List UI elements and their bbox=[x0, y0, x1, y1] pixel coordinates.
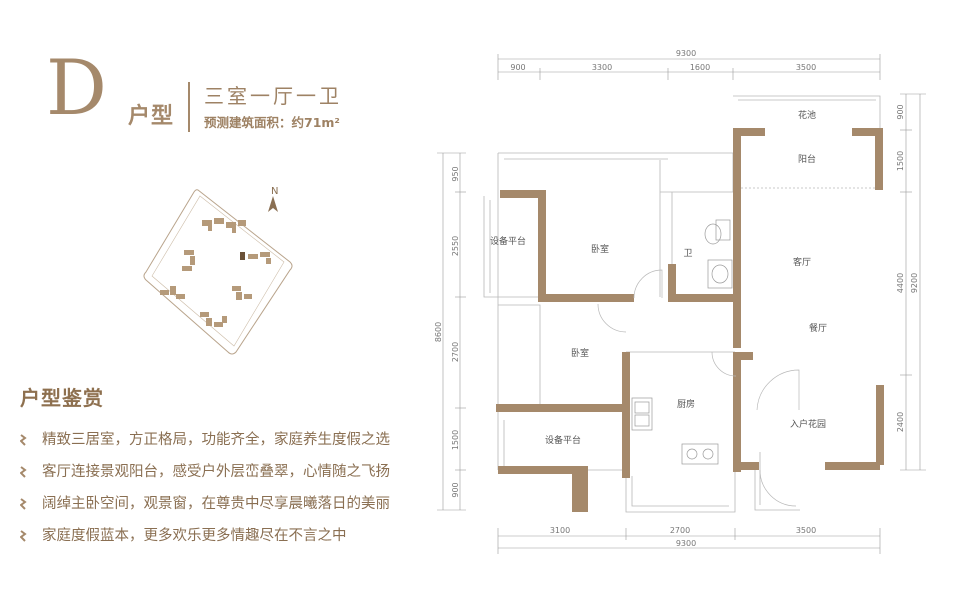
building-icon bbox=[232, 286, 252, 300]
building-icon bbox=[182, 250, 195, 271]
room-equipment-bottom: 设备平台 bbox=[545, 434, 581, 446]
structural-walls bbox=[496, 128, 884, 512]
door-swings bbox=[597, 269, 800, 507]
site-outline bbox=[143, 189, 293, 355]
dim-left-total: 8600 bbox=[434, 322, 443, 342]
dim-left-e: 900 bbox=[451, 482, 460, 497]
dim-top-a: 900 bbox=[510, 63, 525, 72]
dim-top-b: 3300 bbox=[592, 63, 612, 72]
sink-icon bbox=[707, 259, 733, 289]
bullet-icon bbox=[20, 498, 27, 510]
dimension-lines-right bbox=[900, 93, 926, 471]
dim-bottom-c: 3500 bbox=[796, 526, 816, 535]
dim-right-c: 4400 bbox=[896, 273, 905, 293]
bullet-icon bbox=[20, 434, 27, 446]
area-text: 预测建筑面积：约71m² bbox=[204, 115, 340, 130]
room-balcony: 阳台 bbox=[798, 153, 816, 165]
feature-item: 客厅连接景观阳台，感受户外层峦叠翠，心情随之飞扬 bbox=[20, 460, 390, 492]
north-label: N bbox=[271, 186, 278, 197]
dimension-lines-top bbox=[497, 54, 881, 80]
feature-text: 客厅连接景观阳台，感受户外层峦叠翠，心情随之飞扬 bbox=[42, 464, 390, 480]
dim-left-a: 950 bbox=[451, 166, 460, 181]
bullet-icon bbox=[20, 530, 27, 542]
room-dining: 餐厅 bbox=[809, 322, 827, 334]
dim-right-d: 2400 bbox=[896, 412, 905, 432]
feature-item: 精致三居室，方正格局，功能齐全，家庭养生度假之选 bbox=[20, 428, 390, 460]
room-bedroom-2: 卧室 bbox=[571, 347, 589, 359]
room-kitchen: 厨房 bbox=[677, 398, 695, 410]
feature-text: 精致三居室，方正格局，功能齐全，家庭养生度假之选 bbox=[42, 432, 390, 448]
building-icon bbox=[160, 286, 185, 299]
title-divider bbox=[188, 82, 190, 132]
feature-text: 阔绰主卧空间，观景窗，在尊贵中尽享晨曦落日的美丽 bbox=[42, 496, 390, 512]
dim-top-c: 1600 bbox=[690, 63, 710, 72]
layout-name: 三室一厅一卫 bbox=[204, 84, 342, 108]
feature-text: 家庭度假蓝本，更多欢乐更多情趣尽在不言之中 bbox=[42, 528, 347, 544]
north-arrow-icon: N bbox=[268, 186, 278, 212]
stove-icon bbox=[681, 443, 719, 465]
dim-bottom-a: 3100 bbox=[550, 526, 570, 535]
dim-right-b: 1500 bbox=[896, 151, 905, 171]
building-icon bbox=[202, 218, 246, 233]
dim-right-a: 900 bbox=[896, 104, 905, 119]
building-icon bbox=[200, 312, 227, 327]
room-equipment-top: 设备平台 bbox=[490, 235, 526, 247]
room-pool: 花池 bbox=[798, 109, 816, 121]
toilet-icon bbox=[704, 219, 731, 245]
site-map: N bbox=[140, 182, 300, 357]
dim-left-b: 2550 bbox=[451, 236, 460, 256]
dim-top-d: 3500 bbox=[796, 63, 816, 72]
dim-left-c: 2700 bbox=[451, 342, 460, 362]
bullet-icon bbox=[20, 466, 27, 478]
building-icon bbox=[240, 252, 271, 264]
room-living: 客厅 bbox=[793, 256, 811, 268]
layout-letter: D bbox=[46, 43, 107, 132]
dim-bottom-total: 9300 bbox=[676, 539, 696, 548]
dim-bottom-b: 2700 bbox=[670, 526, 690, 535]
room-bedroom-1: 卧室 bbox=[591, 243, 609, 255]
dimension-lines-left bbox=[437, 152, 466, 511]
floor-plan: 9300 900 3300 1600 3500 3100 2700 3500 9… bbox=[420, 40, 930, 560]
room-bathroom: 卫 bbox=[683, 249, 692, 259]
dim-right-total: 9200 bbox=[910, 273, 919, 293]
dimension-lines-bottom bbox=[497, 528, 881, 554]
dim-top-total: 9300 bbox=[676, 49, 696, 58]
kitchen-sink-icon bbox=[631, 397, 653, 431]
title-block: D 户型 三室一厅一卫 预测建筑面积：约71m² bbox=[46, 48, 426, 134]
feature-list: 精致三居室，方正格局，功能齐全，家庭养生度假之选 客厅连接景观阳台，感受户外层峦… bbox=[20, 428, 390, 556]
feature-item: 阔绰主卧空间，观景窗，在尊贵中尽享晨曦落日的美丽 bbox=[20, 492, 390, 524]
feature-item: 家庭度假蓝本，更多欢乐更多情趣尽在不言之中 bbox=[20, 524, 390, 556]
room-entry-garden: 入户花园 bbox=[790, 418, 826, 430]
layout-type-word: 户型 bbox=[128, 104, 175, 129]
dim-left-d: 1500 bbox=[451, 430, 460, 450]
appreciation-title: 户型鉴赏 bbox=[20, 386, 104, 410]
